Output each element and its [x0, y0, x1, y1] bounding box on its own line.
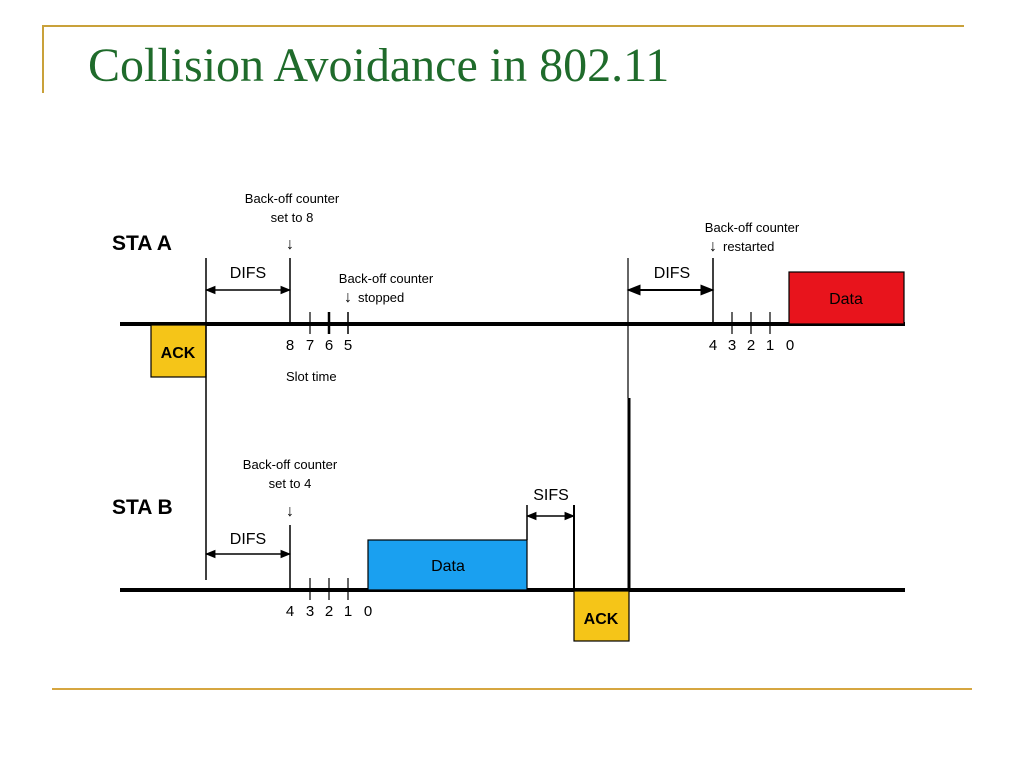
sta-b-data-label: Data — [431, 558, 465, 575]
sta-a-backoff-restarted-line1: Back-off counter — [705, 220, 800, 235]
slot-number: 3 — [728, 337, 736, 354]
slot-number: 1 — [344, 603, 352, 620]
slot-number: 8 — [286, 337, 294, 354]
slot-number: 0 — [786, 337, 794, 354]
sta-b-label: STA B — [112, 496, 173, 519]
sta-b-backoff-set-line2: set to 4 — [269, 476, 312, 491]
bottom-rule — [52, 688, 972, 690]
sta-a-backoff-stopped-line2: stopped — [358, 290, 404, 305]
down-arrow-icon: ↓ — [344, 289, 352, 306]
slot-number: 6 — [325, 337, 333, 354]
sta-a-backoff-set-line2: set to 8 — [271, 210, 314, 225]
sta-b-difs-label: DIFS — [230, 531, 266, 548]
down-arrow-icon: ↓ — [286, 503, 294, 520]
sta-b-ack-box — [573, 590, 630, 642]
sta-a-ack-box — [150, 324, 207, 378]
sta-b-ack-label: ACK — [584, 611, 619, 628]
slot-number: 7 — [306, 337, 314, 354]
slot-number: 2 — [325, 603, 333, 620]
sta-a-backoff-stopped-line1: Back-off counter — [339, 271, 434, 286]
down-arrow-icon: ↓ — [286, 236, 294, 253]
sta-a-data-box — [788, 271, 905, 325]
sta-a-backoff-restarted-line2: restarted — [723, 239, 774, 254]
title-accent-horizontal — [42, 25, 964, 27]
sta-b-data-box — [367, 539, 528, 591]
sta-a-data-label: Data — [829, 291, 863, 308]
slot-number: 2 — [747, 337, 755, 354]
slot-number: 3 — [306, 603, 314, 620]
sifs-label: SIFS — [533, 487, 569, 504]
title-accent-vertical — [42, 25, 44, 93]
down-arrow-icon: ↓ — [709, 238, 717, 255]
slot-number: 5 — [344, 337, 352, 354]
sta-a-difs-2-label: DIFS — [654, 265, 690, 282]
sta-a-backoff-set-line1: Back-off counter — [245, 191, 340, 206]
slide-title: Collision Avoidance in 802.11 — [88, 39, 670, 92]
sta-b-backoff-set-line1: Back-off counter — [243, 457, 338, 472]
sta-a-difs-1-label: DIFS — [230, 265, 266, 282]
slot-number: 4 — [709, 337, 717, 354]
sta-a-label: STA A — [112, 232, 172, 255]
slot-time-caption: Slot time — [286, 369, 337, 384]
slot-number: 4 — [286, 603, 294, 620]
sta-a-ack-label: ACK — [161, 345, 196, 362]
slot-number: 0 — [364, 603, 372, 620]
slot-number: 1 — [766, 337, 774, 354]
